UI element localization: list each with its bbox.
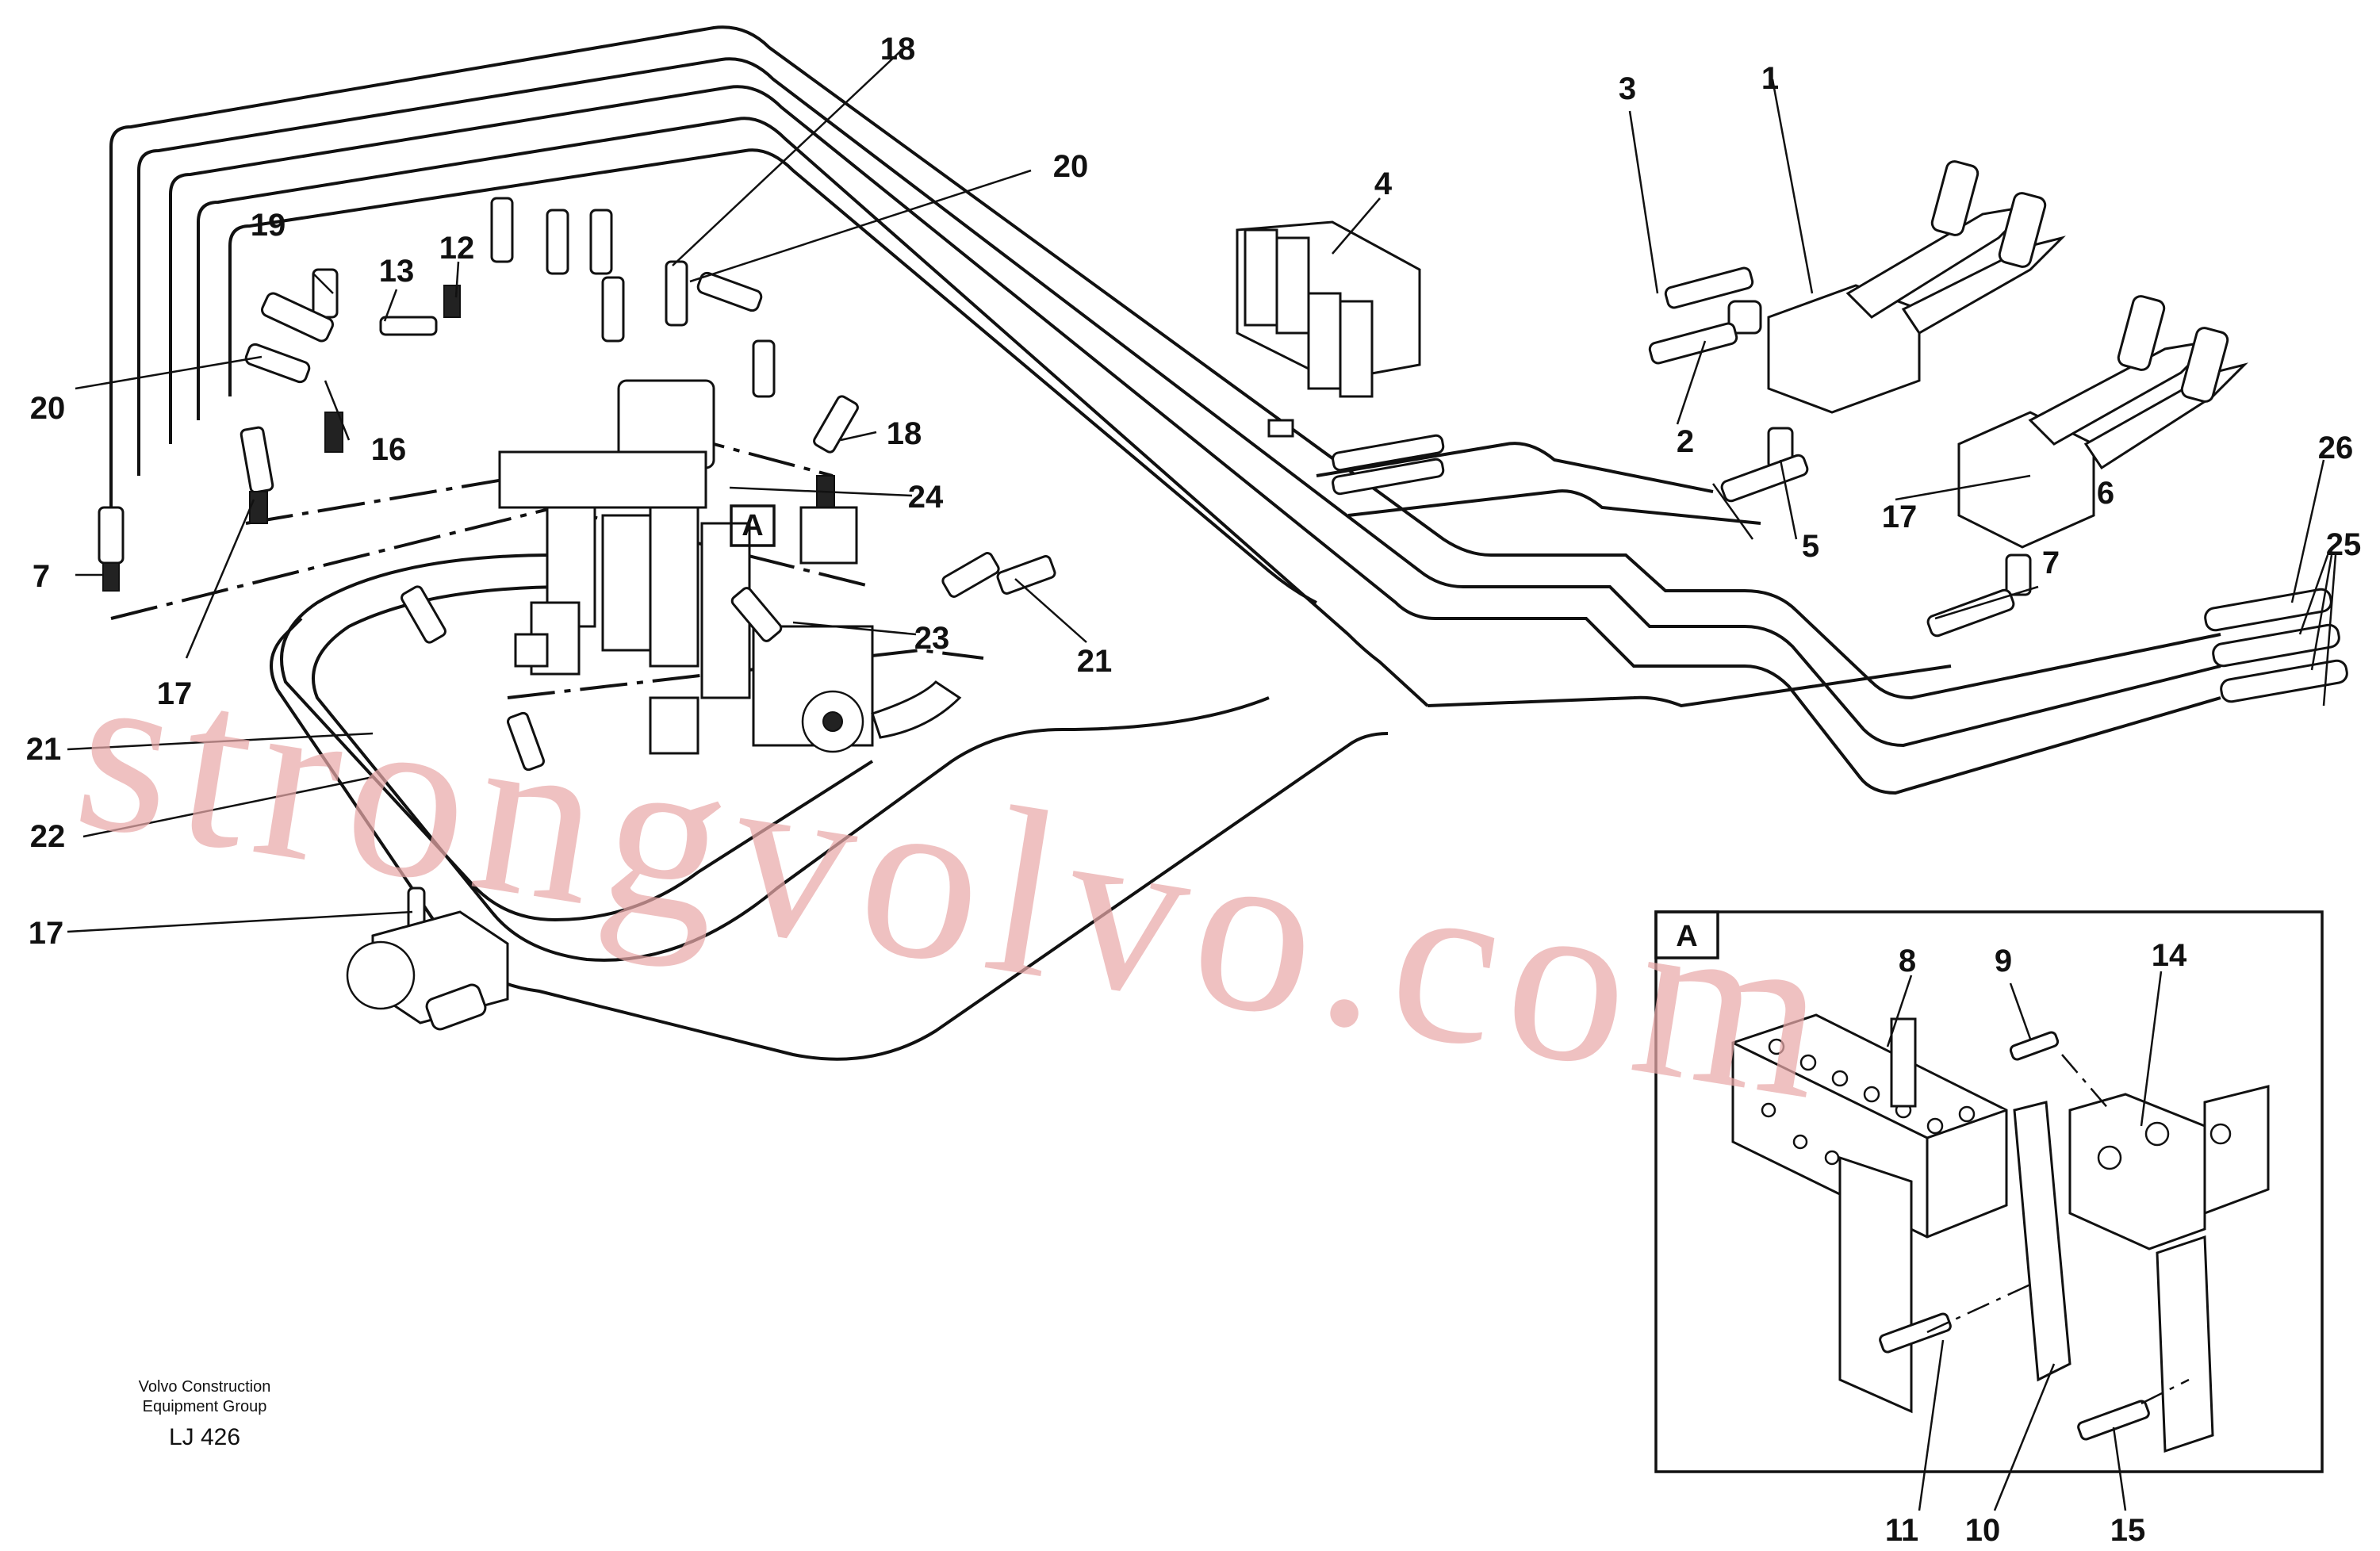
callout-8: 8 bbox=[1899, 944, 1916, 978]
callout-17-mid: 17 bbox=[1882, 500, 1918, 534]
callout-6: 6 bbox=[2097, 476, 2114, 511]
callout-18-top: 18 bbox=[880, 32, 916, 67]
detail-inset-a-label: A bbox=[1676, 920, 1697, 953]
callout-5: 5 bbox=[1802, 529, 1819, 564]
callout-19: 19 bbox=[251, 208, 286, 243]
pedal-valve-1 bbox=[1648, 160, 2066, 503]
accumulator-blocks bbox=[1236, 220, 1445, 496]
watermark: strongvolvo.com bbox=[62, 613, 1853, 1151]
callout-12: 12 bbox=[439, 231, 475, 266]
callout-3: 3 bbox=[1619, 71, 1636, 106]
callout-18-mid: 18 bbox=[887, 416, 922, 451]
callout-2: 2 bbox=[1677, 424, 1694, 459]
credit-block: Volvo Construction Equipment Group LJ 42… bbox=[139, 1378, 271, 1450]
separate-valve bbox=[346, 887, 509, 1031]
callout-9: 9 bbox=[1995, 944, 2012, 978]
callout-15: 15 bbox=[2110, 1513, 2146, 1548]
main-valve-block bbox=[400, 379, 1056, 772]
callout-numbers: 1 2 3 4 5 6 7 7 8 9 10 11 12 13 14 15 16… bbox=[26, 32, 2362, 1548]
callout-17-low: 17 bbox=[29, 916, 64, 951]
callout-4: 4 bbox=[1374, 167, 1393, 201]
callout-14: 14 bbox=[2152, 938, 2187, 973]
callout-23: 23 bbox=[914, 621, 950, 656]
callout-16: 16 bbox=[371, 432, 407, 467]
callout-20-top: 20 bbox=[1053, 149, 1089, 184]
callout-1: 1 bbox=[1761, 61, 1779, 96]
hose-routing bbox=[109, 25, 2221, 1061]
callout-20-left: 20 bbox=[30, 391, 66, 426]
callout-13: 13 bbox=[379, 254, 415, 289]
callout-26: 26 bbox=[2318, 431, 2354, 465]
callout-7-left: 7 bbox=[33, 559, 50, 594]
callout-21-left: 21 bbox=[26, 732, 62, 767]
callout-11: 11 bbox=[1885, 1513, 1918, 1548]
leader-lines bbox=[67, 51, 2337, 1511]
left-fittings bbox=[98, 197, 859, 592]
callout-24: 24 bbox=[908, 480, 944, 515]
pedal-valve-6 bbox=[1926, 295, 2248, 638]
callout-7-right: 7 bbox=[2042, 546, 2060, 580]
detail-inset-a: A bbox=[1654, 910, 2324, 1473]
callout-25: 25 bbox=[2326, 527, 2362, 562]
detail-marker-a: A bbox=[730, 504, 776, 547]
callout-21-mid: 21 bbox=[1077, 644, 1113, 679]
credit-line-2: Equipment Group bbox=[143, 1398, 267, 1415]
callout-17-left: 17 bbox=[157, 676, 193, 711]
credit-line-1: Volvo Construction bbox=[139, 1378, 271, 1396]
drawing-number: LJ 426 bbox=[169, 1424, 240, 1450]
callout-22: 22 bbox=[30, 819, 66, 854]
pipe-stubs bbox=[2204, 588, 2348, 703]
detail-marker-a-label: A bbox=[742, 509, 763, 542]
callout-10: 10 bbox=[1965, 1513, 2001, 1548]
